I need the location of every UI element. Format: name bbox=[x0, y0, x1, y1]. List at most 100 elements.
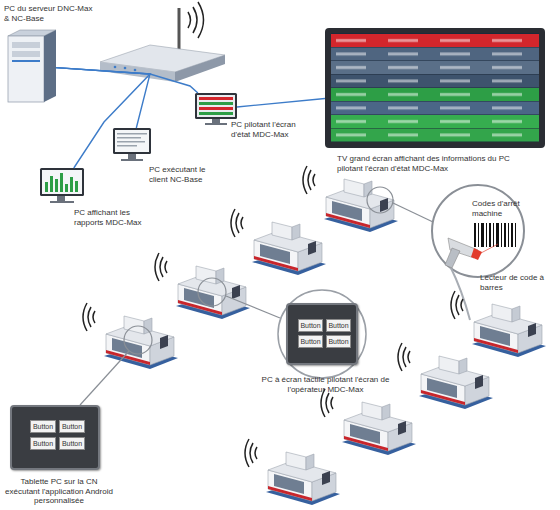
button-label: Button bbox=[31, 438, 55, 449]
monitor-base bbox=[50, 201, 74, 203]
wifi-symbol bbox=[451, 291, 463, 319]
device-caption: Lecteur de code à barres bbox=[480, 273, 552, 292]
monitor-stand bbox=[57, 196, 65, 201]
barcode-callout: Codes d'arrêt machineLecteur de code à b… bbox=[432, 185, 524, 277]
chart-bar bbox=[65, 184, 68, 192]
scanner-cable bbox=[450, 266, 470, 320]
button-label: Button bbox=[60, 421, 84, 432]
monitor-base bbox=[205, 123, 227, 125]
screen-line bbox=[117, 137, 141, 139]
screen-bar bbox=[199, 112, 233, 115]
monitor-stand bbox=[128, 154, 136, 159]
monitor-base bbox=[121, 159, 143, 161]
tv-frame bbox=[325, 28, 545, 148]
tv-screen bbox=[331, 33, 539, 142]
screen-line bbox=[117, 141, 145, 143]
router-front bbox=[100, 62, 175, 82]
chart-bar bbox=[60, 173, 63, 192]
monitor-frame bbox=[113, 128, 151, 154]
leader-line bbox=[226, 296, 280, 318]
touch-pc-node: PC à écran tactile pilotant l'écran de l… bbox=[286, 303, 358, 365]
button-label: Button bbox=[299, 336, 322, 347]
barcode-bar bbox=[474, 223, 476, 247]
tablet-button: Button bbox=[59, 420, 85, 433]
server-light bbox=[12, 60, 40, 62]
screen-bar bbox=[199, 102, 233, 105]
button-label: Button bbox=[327, 336, 350, 347]
touch-button: Button bbox=[326, 335, 351, 348]
barcode-bar bbox=[489, 223, 491, 247]
tv-node: TV grand écran affichant des information… bbox=[325, 28, 545, 148]
barcode-bar bbox=[496, 223, 499, 247]
barcode-bar bbox=[508, 223, 509, 247]
barcode-bar bbox=[481, 223, 484, 247]
tablet-node: Tablette PC sur la CN exécutant l'applic… bbox=[10, 405, 100, 470]
router-led bbox=[134, 69, 137, 72]
wifi-symbol bbox=[231, 209, 243, 237]
scanner-beam bbox=[481, 244, 498, 253]
barcode-bar bbox=[501, 223, 502, 247]
cnc-machine bbox=[266, 452, 340, 505]
router-led bbox=[124, 67, 127, 70]
wifi-symbol bbox=[155, 253, 167, 281]
callout-ring bbox=[367, 187, 393, 213]
server-front bbox=[8, 36, 44, 102]
barcode-bar bbox=[478, 223, 479, 247]
wifi-symbol bbox=[398, 343, 410, 371]
cnc-machine bbox=[419, 356, 493, 409]
chart-bar bbox=[55, 179, 58, 192]
barcode bbox=[474, 223, 516, 247]
cnc-machine bbox=[104, 316, 178, 369]
callout-circle bbox=[278, 290, 366, 378]
device-caption: Codes d'arrêt machine bbox=[472, 199, 528, 218]
barcode-bar bbox=[515, 223, 516, 247]
device-caption: PC exécutant le client NC-Base bbox=[149, 165, 219, 184]
callout-ring bbox=[124, 326, 152, 354]
server-bay bbox=[12, 51, 40, 57]
network-cable bbox=[56, 68, 150, 128]
leader-line bbox=[393, 203, 433, 222]
wifi-symbol bbox=[245, 439, 257, 467]
screen-bar bbox=[199, 97, 233, 100]
network-cable bbox=[56, 68, 198, 93]
scanner-handle bbox=[445, 248, 460, 268]
barcode-bar bbox=[493, 223, 494, 247]
chart-bar bbox=[50, 176, 53, 192]
device-caption: PC du serveur DNC-Max & NC-Base bbox=[4, 4, 94, 23]
wifi-arc bbox=[188, 12, 191, 28]
wifi-symbol bbox=[303, 166, 315, 194]
cnc-machine bbox=[324, 179, 398, 232]
server-node: PC du serveur DNC-Max & NC-Base bbox=[8, 30, 56, 102]
server-side bbox=[44, 30, 56, 102]
screen-bar bbox=[199, 107, 233, 110]
network-cable bbox=[237, 99, 325, 108]
callout-circle bbox=[432, 185, 524, 277]
tablet-button: Button bbox=[30, 437, 56, 450]
touch-button: Button bbox=[326, 319, 351, 332]
monitor-frame bbox=[195, 93, 237, 119]
device-caption: TV grand écran affichant des information… bbox=[337, 154, 533, 173]
scanner-tip bbox=[471, 248, 482, 260]
chart-bar bbox=[75, 181, 78, 192]
server-bay bbox=[12, 42, 40, 48]
barcode-bar bbox=[486, 223, 487, 247]
monitor-frame bbox=[40, 168, 84, 196]
network-cable bbox=[56, 68, 150, 168]
device-caption: Tablette PC sur la CN exécutant l'applic… bbox=[4, 477, 114, 506]
chart-bar bbox=[45, 182, 48, 192]
cnc-machine bbox=[176, 266, 250, 319]
monitor-screen bbox=[197, 95, 235, 117]
wifi-symbol bbox=[83, 303, 95, 331]
cnc-machine bbox=[252, 222, 326, 275]
chart-bar bbox=[70, 177, 73, 192]
device-caption: PC affichant les rapports MDC-Max bbox=[74, 208, 154, 227]
monitor-screen bbox=[115, 130, 149, 152]
wifi-arc bbox=[198, 2, 204, 38]
touch-button: Button bbox=[298, 335, 323, 348]
screen-line bbox=[117, 145, 137, 147]
pc-node: PC exécutant le client NC-Base bbox=[113, 128, 151, 162]
monitor-screen bbox=[42, 170, 82, 194]
barcode-bar bbox=[511, 223, 513, 247]
